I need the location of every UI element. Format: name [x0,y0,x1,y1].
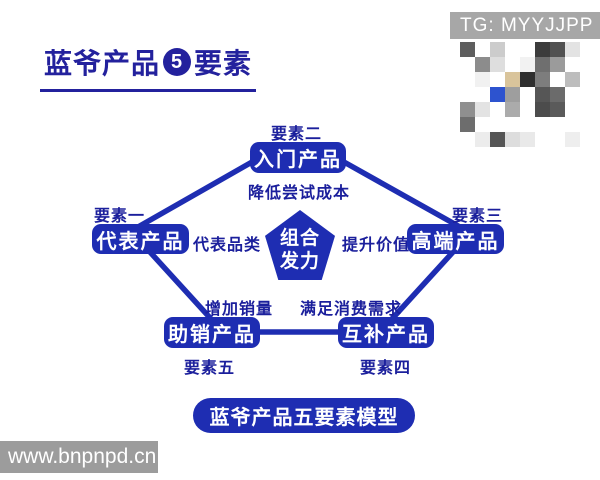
mosaic-cell [550,87,565,102]
mosaic-cell [490,42,505,57]
mosaic-cell [460,42,475,57]
mosaic-cell [505,72,520,87]
tg-badge: TG: MYYJJPP [450,12,600,39]
element-5-label: 要素五 [184,360,236,377]
mosaic-cell [535,102,550,117]
mosaic-cell [490,57,505,72]
pentagon-text-line1: 组合 [279,228,320,250]
mosaic-cell [565,42,580,57]
page-title-prefix: 蓝爷产品 [44,48,161,79]
mosaic-cell [520,72,535,87]
mosaic-cell [535,42,550,57]
benefit-promo-product: 增加销量 [205,301,274,318]
connector-left-to-bottom-left [147,249,215,323]
mosaic-cell [460,102,475,117]
node-complement-product: 互补产品 [338,317,434,348]
mosaic-cell [565,72,580,87]
mosaic-cell [475,57,490,72]
mosaic-cell [535,57,550,72]
mosaic-cell [550,57,565,72]
mosaic-cell [505,87,520,102]
mosaic-cell [535,87,550,102]
center-pentagon: 组合 发力 [265,210,335,280]
mosaic-cell [565,132,580,147]
node-premium-product: 高端产品 [407,224,504,254]
benefit-complement-product: 满足消费需求 [300,301,403,318]
pixelated-mosaic [460,42,581,149]
node-flagship-product: 代表产品 [92,224,189,254]
model-caption-pill: 蓝爷产品五要素模型 [193,398,415,433]
mosaic-cell [490,87,505,102]
element-3-label: 要素三 [452,208,504,225]
mosaic-cell [475,72,490,87]
node-promo-product: 助销产品 [164,317,260,348]
benefit-entry-product: 降低尝试成本 [248,185,351,202]
element-2-label: 要素二 [271,126,323,143]
mosaic-cell [475,102,490,117]
connector-top-to-left [135,159,255,230]
mosaic-cell [475,132,490,147]
benefit-premium-product: 提升价值 [342,237,411,254]
pentagon-text-line2: 发力 [279,250,320,272]
mosaic-cell [520,132,535,147]
mosaic-cell [490,132,505,147]
mosaic-cell [535,72,550,87]
connector-top-to-right [341,159,463,230]
benefit-flagship-product: 代表品类 [193,237,262,254]
watermark-url: www.bnpnpd.cn [0,441,158,473]
mosaic-cell [460,117,475,132]
mosaic-cell [550,102,565,117]
mosaic-cell [505,102,520,117]
mosaic-cell [550,42,565,57]
circled-five-icon: 5 [163,48,192,76]
node-entry-product: 入门产品 [250,142,346,173]
element-1-label: 要素一 [94,208,146,225]
element-4-label: 要素四 [360,360,412,377]
page-title: 蓝爷产品 5 要素 [40,42,257,92]
page-title-suffix: 要素 [194,48,253,79]
mosaic-cell [505,132,520,147]
mosaic-cell [520,57,535,72]
